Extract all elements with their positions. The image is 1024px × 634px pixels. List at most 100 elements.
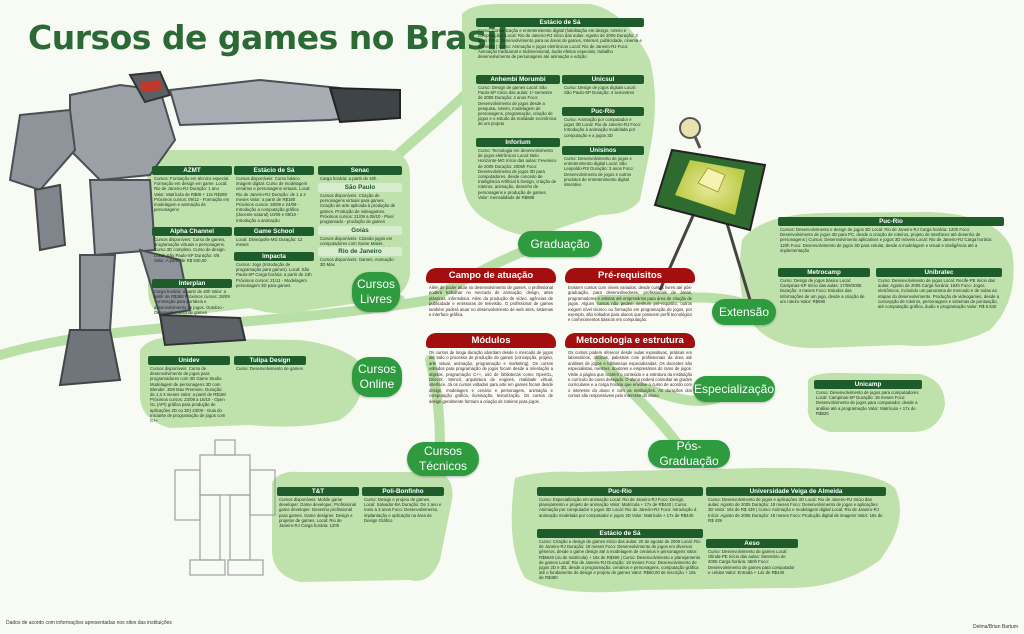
box-title: Puc-Rio (537, 487, 703, 496)
box-text: Curso: Tecnologia em desenvolvimento de … (478, 148, 557, 200)
panel-text: Existem cursos com níveis variados, desd… (568, 285, 692, 323)
pre-requisitos-panel: Pré-requisitos Existem cursos com níveis… (565, 268, 695, 330)
box-text: Curso: Desenvolvimento de jogos e aplica… (708, 497, 883, 523)
box-title: Poli-Bonfinho (362, 487, 444, 496)
box-text: Carga horária: a partir de 40h Valor: a … (154, 289, 230, 315)
panel-text: Os cursos podem oferecer desde aulas exp… (568, 350, 692, 399)
box-text: Cursos: Jogo (Introdução de programação … (236, 262, 312, 288)
metodologia-panel: Metodologia e estrutura Os cursos podem … (565, 333, 695, 431)
panel-title: Módulos (426, 333, 556, 348)
box-text: Curso: Animação por computador e jogos 3… (564, 117, 642, 138)
page-title: Cursos de games no Brasil (28, 18, 508, 57)
box-text: Curso: Desenvolvimento de games Local: O… (708, 549, 795, 575)
box-title: Game School (234, 227, 314, 236)
modulos-panel: Módulos Os cursos de longa duração abord… (426, 333, 556, 431)
category-cursos-tecnicos: Cursos Técnicos (407, 442, 479, 476)
category-blobs (140, 4, 1014, 593)
box-title: Rio de Janeiro (318, 247, 402, 256)
box-title: Unibratec (876, 268, 1002, 277)
box-text: Curso: Design de jogos digitais Local: S… (564, 85, 636, 96)
box-title: Estácio de Sá (537, 529, 703, 538)
box-text: Cursos disponíveis: Curso de games, prog… (154, 237, 226, 263)
box-title: Universidade Veiga de Almeida (706, 487, 886, 496)
box-title: Senac (318, 166, 402, 175)
box-text: Curso: Design de jogos básico Local: Cam… (780, 278, 865, 304)
box-title: Inforium (476, 138, 560, 147)
footer-credit: Delma/Brian Bartum (972, 624, 1018, 630)
box-title: Anhembi Morumbi (476, 75, 560, 84)
box-text: Curso: Desenvolvimento de jogos para com… (816, 390, 919, 416)
panel-text: Os cursos de longa duração abordam desde… (429, 350, 553, 404)
box-title: Unicsul (562, 75, 644, 84)
box-title: Unidev (148, 356, 230, 365)
panel-title: Campo de atuação (426, 268, 556, 283)
box-text: Curso: Especialização em animação Local:… (539, 497, 697, 518)
box-title: Estácio de Sá (476, 18, 644, 27)
panel-title: Pré-requisitos (565, 268, 695, 283)
drawing-board-illustration (653, 117, 767, 301)
box-title: Aeso (706, 539, 798, 548)
box-title: T&T (277, 487, 359, 496)
panel-title: Metodologia e estrutura (565, 333, 695, 348)
box-title: Unisinos (562, 146, 644, 155)
box-title: Alpha Channel (152, 227, 232, 236)
category-pos-graduacao: Pós-Graduação (648, 439, 730, 468)
box-text: Curso: Desenvolvimento de games (236, 366, 303, 371)
box-text: Curso: Criação e design de games Início … (539, 539, 701, 581)
box-text: Carga horária: a partir de 40h (320, 176, 377, 181)
box-text: Cursos: Formação em técnico especial. Fo… (154, 176, 230, 213)
box-text: Curso: Design de games Local: São Paulo-… (478, 85, 557, 127)
campo-de-atuacao-panel: Campo de atuação Além de poder atuar no … (426, 268, 556, 330)
category-cursos-livres: Cursos Livres (352, 272, 400, 312)
box-title: Interplan (152, 279, 232, 288)
category-cursos-online: Cursos Online (352, 357, 402, 397)
box-text: Cursos disponíveis: Games, Animação 3D M… (320, 257, 394, 267)
box-text: Cursos disponíveis: Curso de desenvolvim… (150, 366, 226, 424)
box-text: Cursos: Desenvolvimento e design de jogo… (780, 227, 993, 253)
box-title: Puc-Rio (778, 217, 1004, 226)
panel-text: Além de poder atuar no desenvolvimento d… (429, 285, 553, 318)
box-title: Tulipa Design (234, 356, 306, 365)
box-title: AZMT (152, 166, 232, 175)
box-title: Impacta (234, 252, 314, 261)
footer-source-note: Dados de acordo com informações apresent… (6, 620, 172, 626)
box-title: Goiás (318, 226, 402, 235)
robot-sketch-illustration (174, 439, 276, 576)
category-graduacao: Graduação (518, 231, 602, 257)
category-especializacao: Especialização (693, 376, 775, 402)
category-extensao: Extensão (712, 299, 776, 325)
box-text: Curso: Desenvolvimento de jogos Local: R… (878, 278, 1000, 310)
box-text: Cursos disponíveis: Curso básico imagem … (236, 176, 311, 223)
box-title: Metrocamp (778, 268, 870, 277)
